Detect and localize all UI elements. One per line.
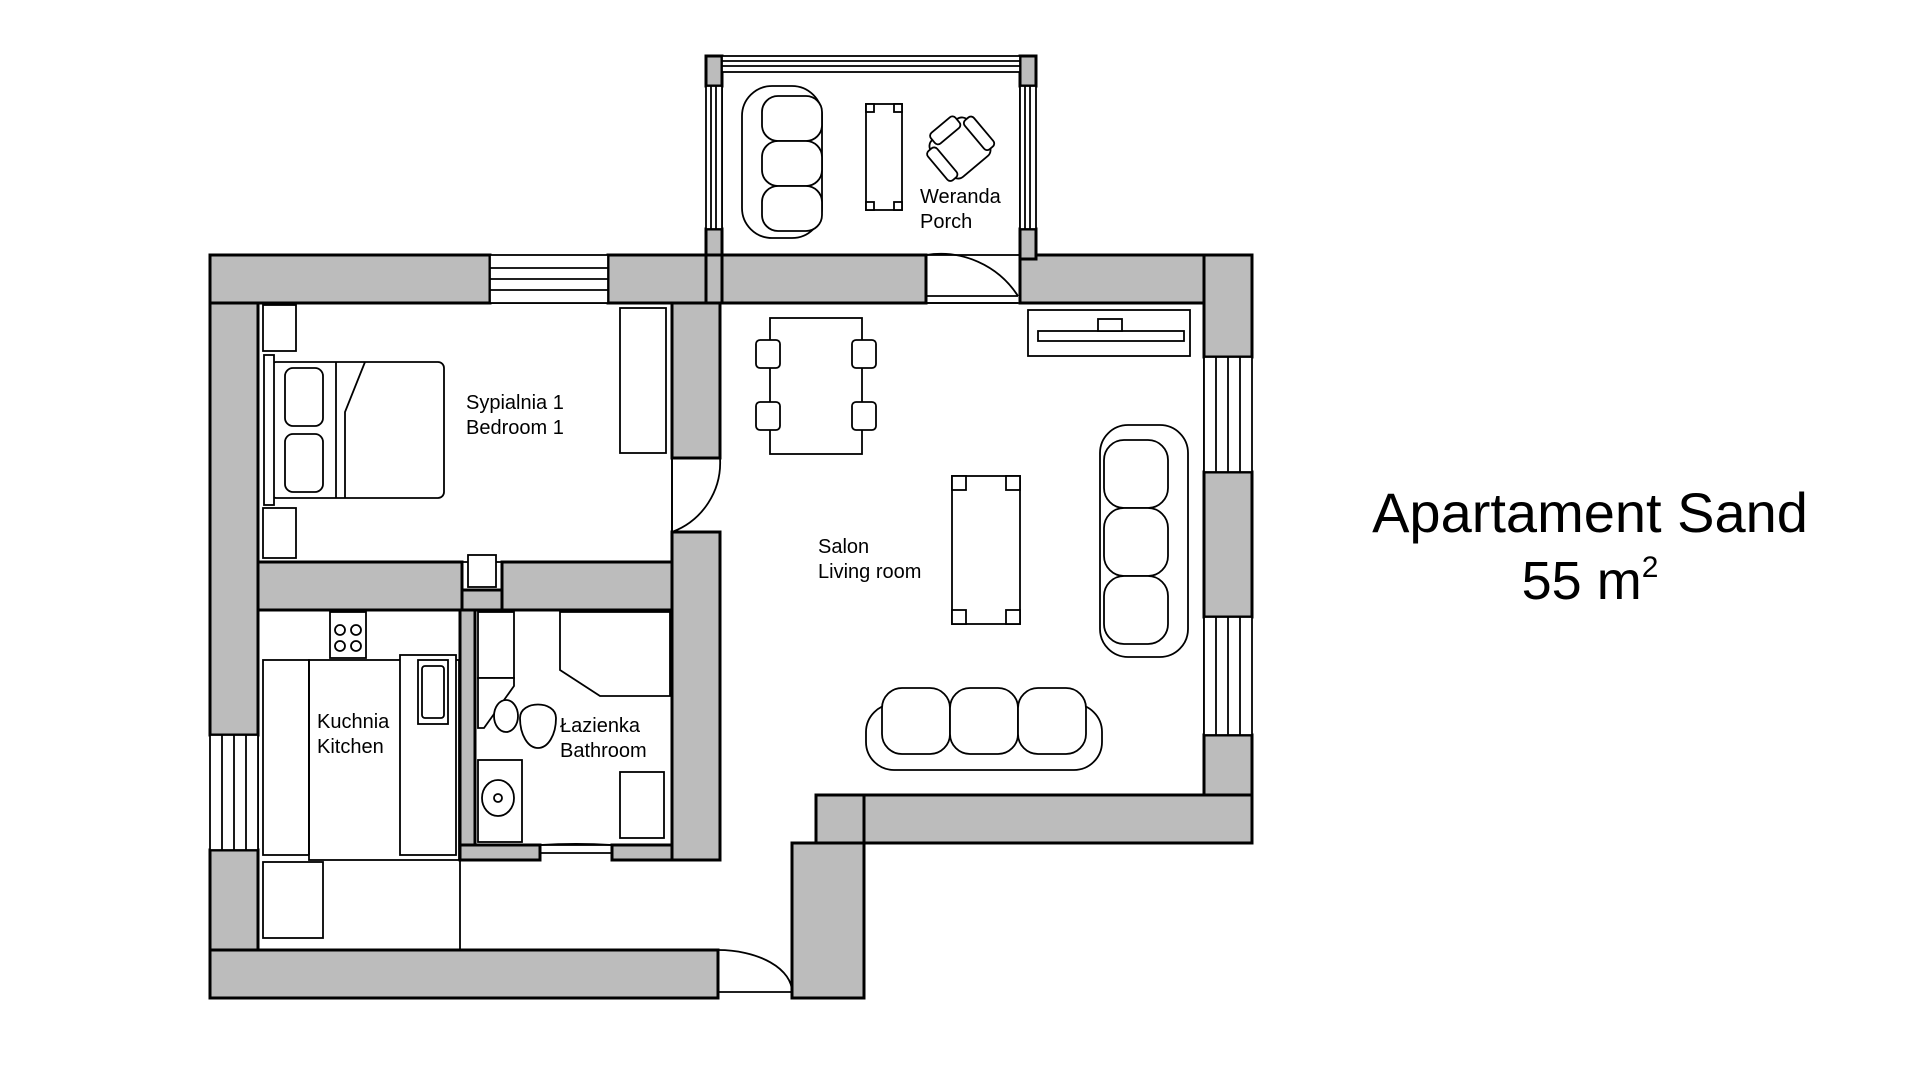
bathroom-furniture xyxy=(477,611,671,843)
area-exponent: 2 xyxy=(1641,551,1659,584)
shower-tray xyxy=(559,611,671,697)
sofa-right-cushion-3 xyxy=(1103,575,1169,645)
bedroom-furniture xyxy=(262,304,667,588)
tv-base xyxy=(1097,318,1123,332)
label-living-pl: Salon xyxy=(818,536,869,558)
wall-bedroom-right-lower xyxy=(670,530,722,862)
toilet-tank xyxy=(493,699,519,733)
label-living-en: Living room xyxy=(818,561,921,583)
wall-porch-left-top xyxy=(704,54,724,88)
bath-cabinet xyxy=(477,611,515,679)
room-labels: Weranda Porch Sypialnia 1 Bedroom 1 Salo… xyxy=(317,186,1002,762)
wall-porch-right-bottom xyxy=(1018,227,1038,261)
wall-bottom-corner xyxy=(790,841,866,1000)
wall-porch-left-base xyxy=(704,253,724,305)
window-living-right-top xyxy=(1203,356,1253,473)
window-bedroom-top xyxy=(489,254,609,304)
window-porch-right xyxy=(1019,85,1037,230)
wall-kitchen-right xyxy=(458,608,477,862)
label-kitchen-pl: Kuchnia xyxy=(317,711,390,733)
window-living-right-bottom xyxy=(1203,616,1253,736)
toilet xyxy=(519,703,557,749)
washbasin xyxy=(481,779,515,817)
counter-left xyxy=(262,659,310,856)
outline-bathroom xyxy=(474,609,673,846)
burner-2 xyxy=(350,624,362,636)
wall-right-middle xyxy=(1202,470,1254,619)
stove xyxy=(329,611,367,659)
apartment-title-block: Apartament Sand 55 m2 xyxy=(1300,480,1880,616)
label-bathroom-en: Bathroom xyxy=(560,740,647,762)
windows xyxy=(209,55,1253,851)
wall-top-middle xyxy=(606,253,928,305)
door-entrance xyxy=(717,949,793,993)
sofa-right-cushion-2 xyxy=(1103,507,1169,577)
door-porch xyxy=(925,252,1019,304)
tv xyxy=(1037,330,1185,342)
kitchen-furniture xyxy=(262,611,460,939)
sofa-right-cushion-1 xyxy=(1103,439,1169,509)
dining-table xyxy=(769,317,863,455)
burner-4 xyxy=(350,640,362,652)
bath-shelf xyxy=(619,771,665,839)
coffee-table xyxy=(951,475,1021,625)
porch-furniture xyxy=(741,85,996,239)
sofa-bottom-cushion-2 xyxy=(949,687,1019,755)
window-porch-top xyxy=(721,55,1021,73)
wall-bottom-living xyxy=(814,793,1254,845)
wall-bedroom-bottom-notch xyxy=(460,588,504,612)
chair-1 xyxy=(755,339,781,369)
apartment-name: Apartament Sand xyxy=(1372,481,1808,544)
bed-headboard xyxy=(263,354,275,506)
porch-armchair xyxy=(926,115,996,182)
window-kitchen-left xyxy=(209,734,259,851)
wall-porch-right-top xyxy=(1018,54,1038,88)
pillow-bottom xyxy=(284,433,324,493)
label-bathroom-pl: Łazienka xyxy=(560,715,641,737)
wall-right-top xyxy=(1202,253,1254,359)
burner-3 xyxy=(334,640,346,652)
door-bedroom xyxy=(671,457,722,533)
nightstand-top xyxy=(262,304,297,352)
window-porch-left xyxy=(705,85,723,230)
door-bathroom xyxy=(539,843,613,854)
pillow-top xyxy=(284,367,324,427)
porch-table xyxy=(865,103,903,211)
wardrobe xyxy=(619,307,667,454)
wall-left-upper xyxy=(208,253,260,737)
sofa-bottom-cushion-1 xyxy=(881,687,951,755)
chair-3 xyxy=(851,339,877,369)
outline-bedroom xyxy=(257,302,673,563)
label-porch-pl: Weranda xyxy=(920,186,1002,208)
wall-bedroom-bottom xyxy=(256,560,464,612)
label-porch-en: Porch xyxy=(920,211,972,233)
radiator-niche xyxy=(467,554,497,588)
sofa-bottom-cushion-3 xyxy=(1017,687,1087,755)
label-bedroom-en: Bedroom 1 xyxy=(466,417,564,439)
wall-bath-bottom-right xyxy=(610,843,674,862)
wall-bedroom-bottom-right xyxy=(500,560,674,612)
wall-bedroom-right xyxy=(670,301,722,460)
living-furniture xyxy=(755,309,1191,771)
label-bedroom-pl: Sypialnia 1 xyxy=(466,392,564,414)
apartment-area: 55 m2 xyxy=(1300,546,1880,616)
nightstand-bottom xyxy=(262,507,297,559)
wall-bath-bottom-left xyxy=(458,843,542,862)
fridge xyxy=(262,861,324,939)
area-value: 55 m xyxy=(1521,551,1642,611)
chair-2 xyxy=(755,401,781,431)
burner-1 xyxy=(334,624,346,636)
wall-bottom-left xyxy=(208,948,720,1000)
doors xyxy=(539,252,1019,993)
chair-4 xyxy=(851,401,877,431)
wall-top-bedroom xyxy=(208,253,492,305)
label-kitchen-en: Kitchen xyxy=(317,736,384,758)
